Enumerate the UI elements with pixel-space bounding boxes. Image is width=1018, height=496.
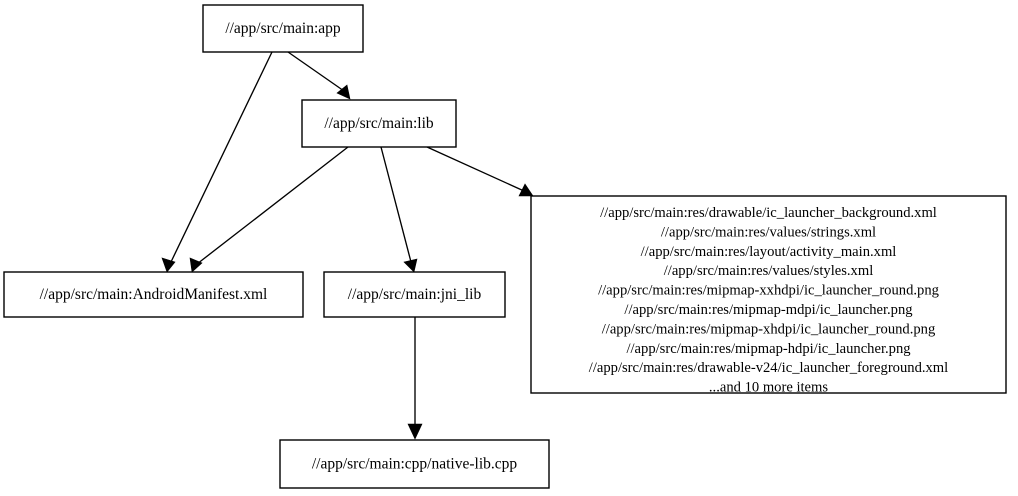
- node-box[interactable]: [3, 271, 304, 318]
- arrowhead-icon: [518, 183, 534, 197]
- node-box[interactable]: [323, 271, 506, 318]
- node-box[interactable]: [279, 439, 550, 489]
- resource-line: //app/src/main:res/drawable/ic_launcher_…: [600, 205, 937, 221]
- node-label-list: //app/src/main:res/drawable/ic_launcher_…: [589, 205, 948, 396]
- node-box[interactable]: [301, 99, 457, 148]
- edge-lib-to-manifest: [189, 146, 349, 273]
- resource-line: ...and 10 more items: [709, 380, 828, 396]
- arrowhead-icon: [407, 423, 423, 440]
- node-box[interactable]: [530, 195, 1007, 394]
- node-jni-lib[interactable]: //app/src/main:jni_lib: [323, 271, 506, 318]
- resource-line: //app/src/main:res/mipmap-mdpi/ic_launch…: [624, 302, 913, 318]
- edge-app-to-manifest: [161, 51, 273, 273]
- edge-line: [380, 146, 412, 263]
- node-resources[interactable]: //app/src/main:res/drawable/ic_launcher_…: [530, 195, 1007, 396]
- node-label: //app/src/main:app: [225, 20, 341, 37]
- edge-line: [426, 146, 525, 192]
- edge-line: [287, 51, 345, 92]
- edge-lib-to-jni-lib: [380, 146, 418, 273]
- node-layer: //app/src/main:app //app/src/main:lib //…: [3, 4, 1007, 489]
- node-app[interactable]: //app/src/main:app: [202, 4, 364, 53]
- node-label: //app/src/main:AndroidManifest.xml: [40, 286, 268, 303]
- resource-line: //app/src/main:res/mipmap-xhdpi/ic_launc…: [602, 321, 936, 337]
- resource-line: //app/src/main:res/layout/activity_main.…: [641, 244, 897, 260]
- edge-app-to-lib: [287, 51, 351, 100]
- node-label: //app/src/main:jni_lib: [348, 286, 482, 303]
- node-box[interactable]: [202, 4, 364, 53]
- node-android-manifest[interactable]: //app/src/main:AndroidManifest.xml: [3, 271, 304, 318]
- node-label: //app/src/main:lib: [324, 115, 434, 132]
- resource-line: //app/src/main:res/drawable-v24/ic_launc…: [589, 360, 948, 376]
- arrowhead-icon: [161, 257, 176, 273]
- edge-line: [196, 146, 349, 265]
- arrowhead-icon: [336, 84, 351, 100]
- node-lib[interactable]: //app/src/main:lib: [301, 99, 457, 148]
- edge-jni-lib-to-native-lib: [407, 317, 423, 440]
- resource-line: //app/src/main:res/mipmap-hdpi/ic_launch…: [626, 341, 911, 357]
- resource-line: //app/src/main:res/values/styles.xml: [664, 263, 874, 279]
- node-native-lib-cpp[interactable]: //app/src/main:cpp/native-lib.cpp: [279, 439, 550, 489]
- resource-line: //app/src/main:res/mipmap-xxhdpi/ic_laun…: [598, 283, 940, 299]
- edge-lib-to-resources: [426, 146, 534, 197]
- edge-layer: [161, 51, 534, 440]
- node-label: //app/src/main:cpp/native-lib.cpp: [312, 456, 518, 473]
- arrowhead-icon: [189, 257, 203, 273]
- arrowhead-icon: [403, 258, 418, 273]
- edge-line: [169, 51, 273, 265]
- resource-line: //app/src/main:res/values/strings.xml: [661, 224, 876, 240]
